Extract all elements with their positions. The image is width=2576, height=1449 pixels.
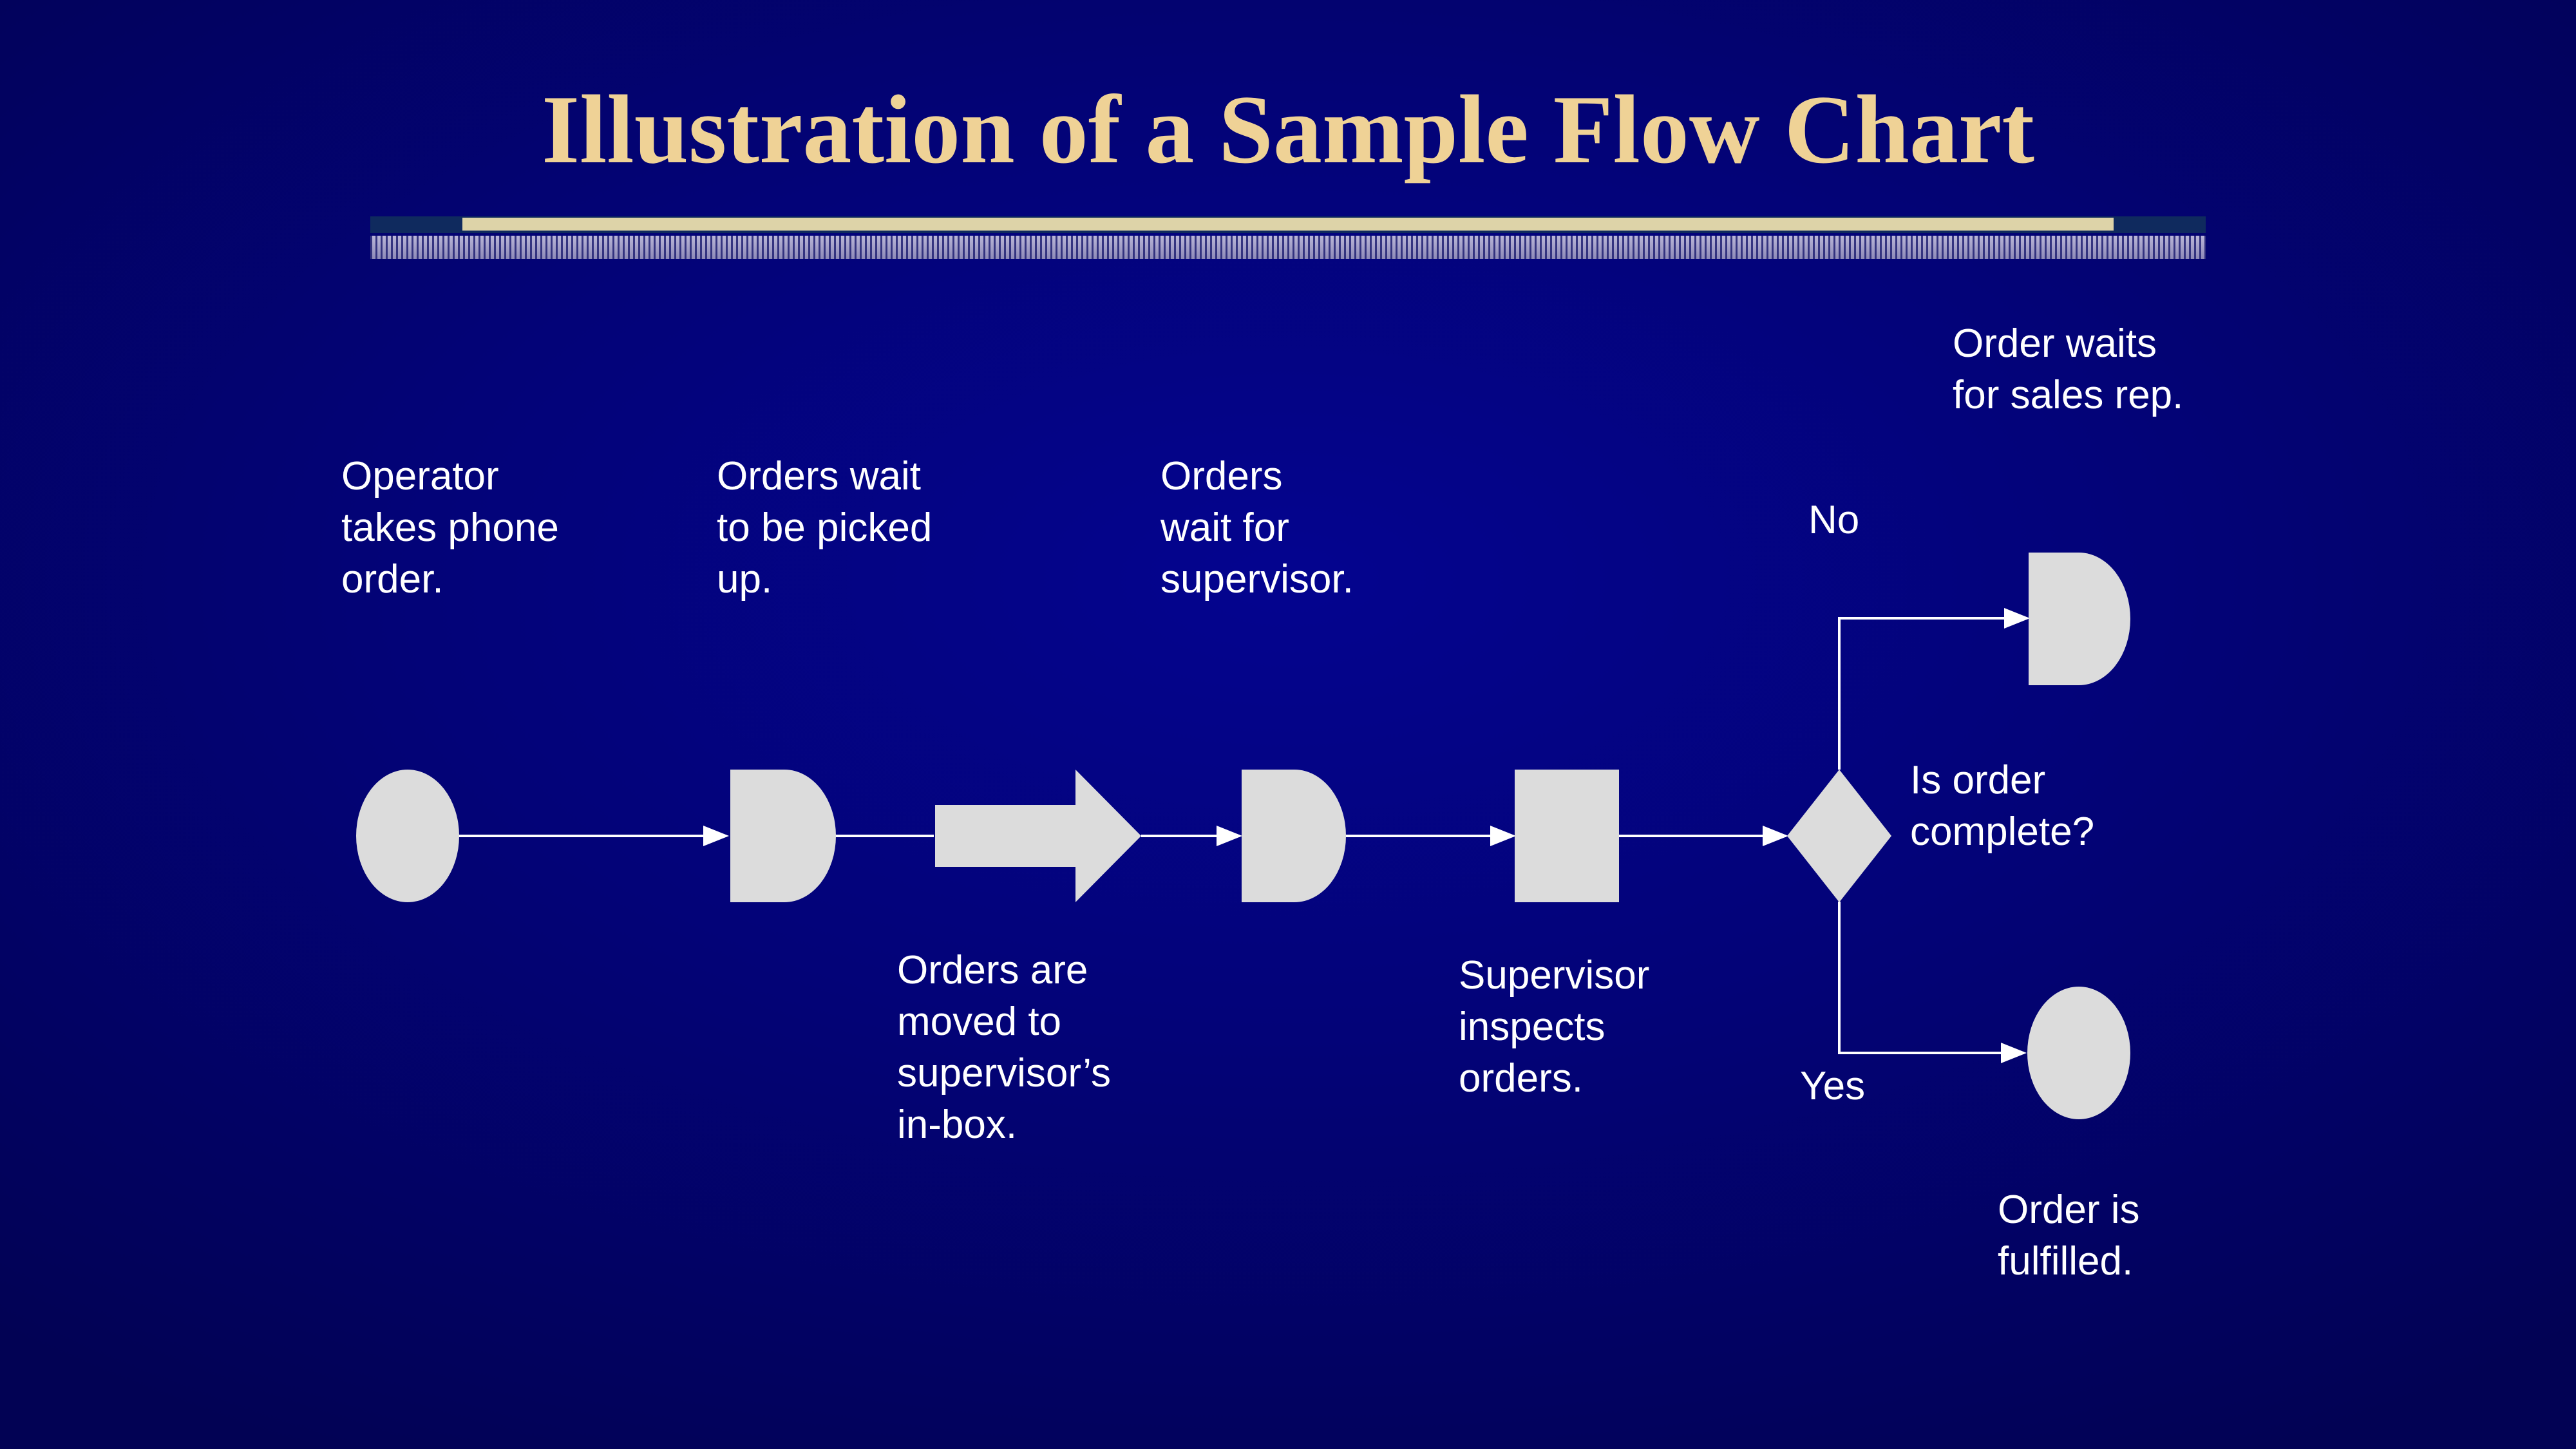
title-rule-gold-bar <box>462 218 2114 231</box>
label-branch-yes: Yes <box>1800 1064 1866 1108</box>
transport-arrow-shape <box>935 770 1141 902</box>
connector-no-branch <box>1838 608 2030 770</box>
decision-diamond-shape <box>1787 770 1891 902</box>
connectors <box>459 608 2030 1063</box>
label-decision-question: Is order complete? <box>1910 758 2095 854</box>
connector-yes-branch <box>1838 902 2027 1063</box>
label-orders-moved: Orders are moved to supervisor’s in-box. <box>897 948 1111 1147</box>
delay-shape-supervisor <box>1242 770 1346 902</box>
inspection-shape <box>1515 770 1619 902</box>
label-order-waits-sales-rep: Order waits for sales rep. <box>1953 321 2184 417</box>
title-rule-striped-bar <box>370 236 2206 259</box>
end-operation-shape <box>2027 987 2130 1119</box>
slide-title: Illustration of a Sample Flow Chart <box>542 75 2034 184</box>
delay-shape-sales-rep <box>2029 553 2130 685</box>
label-operator-takes-order: Operator takes phone order. <box>341 454 559 601</box>
shapes <box>356 553 2130 1119</box>
delay-shape-pickup <box>730 770 836 902</box>
label-orders-wait-pickup: Orders wait to be picked up. <box>717 454 933 601</box>
label-orders-wait-supervisor: Orders wait for supervisor. <box>1160 454 1354 601</box>
start-operation-shape <box>356 770 459 902</box>
label-branch-no: No <box>1808 498 1860 542</box>
label-supervisor-inspects: Supervisor inspects orders. <box>1459 953 1650 1101</box>
label-order-fulfilled: Order is fulfilled. <box>1998 1188 2140 1283</box>
